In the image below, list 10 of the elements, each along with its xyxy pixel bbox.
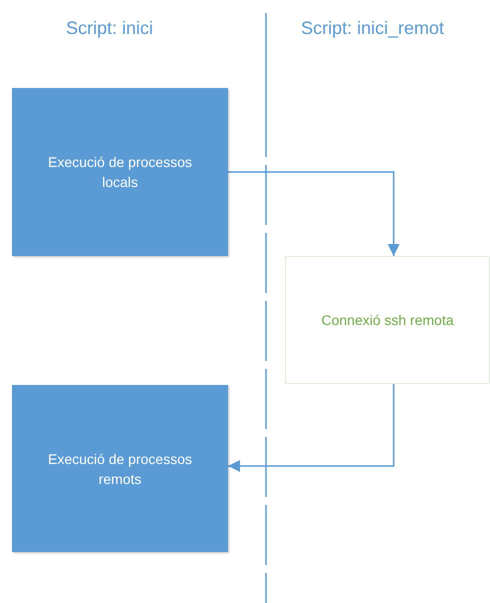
process-label: Execució de processos remots (47, 450, 193, 488)
process-label: Connexió ssh remota (320, 311, 455, 330)
process-label: Execució de processos locals (47, 153, 193, 192)
lane-header: Script: inici_remot (301, 18, 444, 39)
lane-header: Script: inici (66, 18, 154, 39)
process-box (12, 385, 228, 552)
arrow (228, 384, 394, 472)
process-box (12, 88, 228, 256)
arrow (228, 171, 400, 256)
process-box (285, 256, 490, 384)
